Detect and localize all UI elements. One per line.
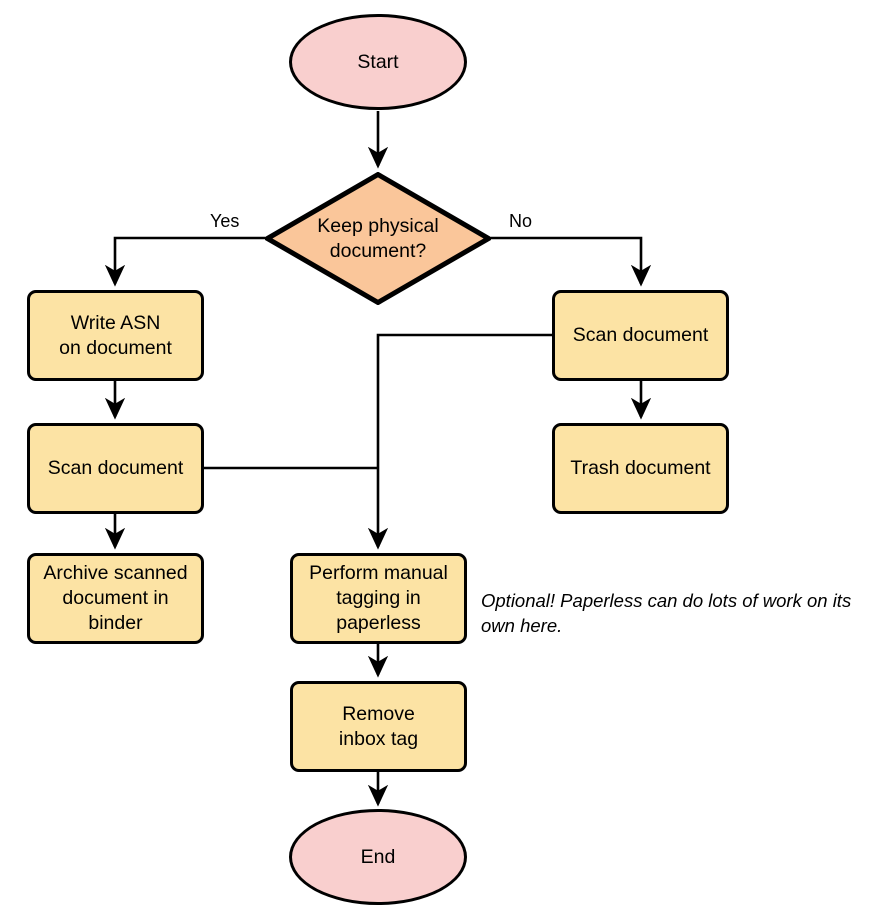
node-scan-document-right-label: Scan document	[572, 324, 709, 347]
node-scan-document-left[interactable]: Scan document	[27, 423, 204, 514]
node-write-asn-on-document[interactable]: Write ASN on document	[27, 290, 204, 381]
node-end[interactable]: End	[289, 809, 467, 905]
node-perform-manual-tagging-in-paperless[interactable]: Perform manual tagging in paperless	[290, 553, 467, 644]
node-decision-label: Keep physical document?	[317, 214, 439, 262]
node-archive-binder-label: Archive scanned document in binder	[43, 562, 188, 634]
node-trash-document[interactable]: Trash document	[552, 423, 729, 514]
node-manual-tagging-label: Perform manual tagging in paperless	[309, 562, 448, 634]
annotation-optional-note: Optional! Paperless can do lots of work …	[481, 590, 852, 637]
edge-decision-to-scan-right	[491, 236, 652, 287]
node-scan-document-right[interactable]: Scan document	[552, 290, 729, 381]
node-write-asn-label: Write ASN on document	[59, 311, 172, 359]
node-remove-inbox-tag-label: Remove inbox tag	[338, 702, 419, 750]
edge-decision-to-write-asn	[104, 236, 265, 287]
node-decision-keep-physical-document[interactable]: Keep physical document?	[265, 172, 491, 305]
node-archive-scanned-document-in-binder[interactable]: Archive scanned document in binder	[27, 553, 204, 644]
node-end-label: End	[360, 845, 396, 868]
node-trash-document-label: Trash document	[570, 457, 711, 480]
node-start-label: Start	[357, 50, 399, 73]
edge-label-no: No	[509, 211, 533, 231]
edge-label-yes: Yes	[210, 211, 240, 231]
diamond-shape	[265, 172, 491, 305]
node-remove-inbox-tag[interactable]: Remove inbox tag	[290, 681, 467, 772]
edge-scan-right-to-manual-tagging	[367, 333, 552, 550]
node-scan-document-left-label: Scan document	[47, 457, 184, 480]
node-start[interactable]: Start	[289, 14, 467, 110]
